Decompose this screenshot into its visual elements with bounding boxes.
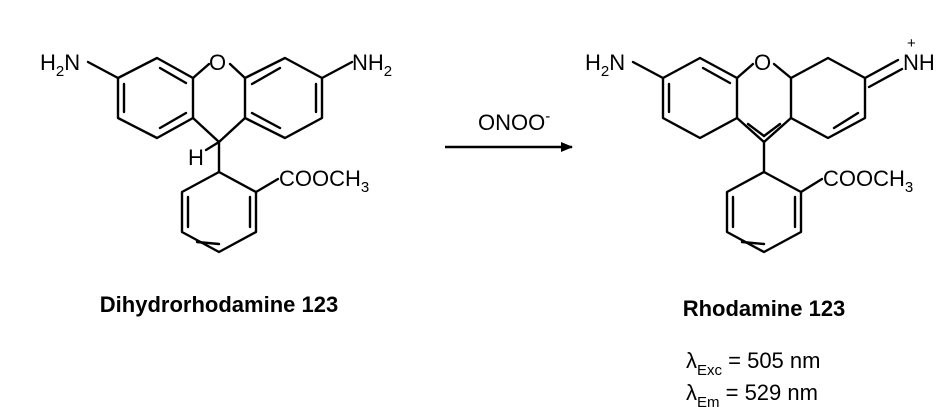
excitation-wavelength: λExc = 505 nm	[686, 348, 820, 379]
product-right-ring	[789, 56, 867, 140]
reactant-left-amine-label: H2N	[40, 50, 80, 80]
product-left-ring	[661, 56, 739, 140]
reactant-name: Dihydrorhodamine 123	[100, 292, 338, 317]
product-iminium-bond-1	[863, 58, 900, 80]
reactant-right-ring	[243, 56, 324, 140]
product-phenyl-ring	[725, 170, 803, 254]
reactant-ring-oxygen-label: O	[209, 50, 226, 75]
product-iminium-charge: +	[907, 35, 916, 52]
reactant-left-ring	[116, 56, 195, 140]
reactant-ester-bond	[254, 177, 280, 194]
product-iminium-bond-2	[867, 67, 904, 89]
product-iminium-label: NH	[903, 50, 935, 75]
reactant-right-amine-bond	[320, 60, 354, 80]
reactant-right-amine-label: NH2	[352, 50, 392, 80]
product-left-amine-label: H2N	[585, 50, 625, 80]
product-ester-label: COOCH3	[823, 166, 913, 196]
reactant-bridge-h-bond	[204, 140, 221, 152]
reactant-ester-label: COOCH3	[279, 166, 369, 196]
reactant-left-amine-bond	[86, 60, 120, 80]
reactant-structure: H2N O NH2 H COOCH3	[40, 50, 392, 254]
product-name: Rhodamine 123	[683, 296, 846, 321]
product-left-amine-bond	[631, 60, 665, 80]
reactant-bridge-hydrogen-label: H	[188, 145, 204, 170]
product-central-ring	[735, 62, 793, 144]
reactant-phenyl-ring	[180, 170, 258, 254]
emission-wavelength: λEm = 529 nm	[686, 380, 818, 407]
product-ring-oxygen-label: O	[754, 50, 771, 75]
product-ester-bond	[799, 177, 824, 194]
product-structure: H2N O NH + COOCH3	[585, 35, 935, 254]
reactant-central-ring	[191, 62, 247, 144]
reagent-label: ONOO-	[478, 108, 550, 135]
